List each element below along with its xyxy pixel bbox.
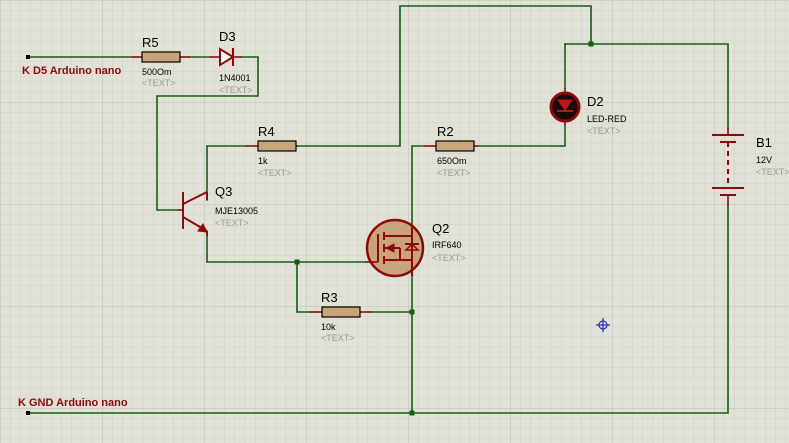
wire-q3-collector-r4	[206, 145, 247, 201]
terminal-gnd-pin	[26, 411, 30, 415]
resistor-r3[interactable]: R3 10k <TEXT>	[310, 290, 372, 343]
resistor-r4[interactable]: R4 1k <TEXT>	[246, 124, 298, 178]
d3-text: <TEXT>	[219, 85, 253, 95]
b1-value: 12V	[756, 155, 772, 165]
terminal-gnd[interactable]: K GND Arduino nano	[18, 397, 128, 415]
r4-value: 1k	[258, 156, 268, 166]
q2-value: IRF640	[432, 240, 462, 250]
junction-dot	[409, 410, 415, 416]
wire-r2-q2-drain	[411, 145, 425, 227]
q2-text: <TEXT>	[432, 253, 466, 263]
d2-text: <TEXT>	[587, 126, 621, 136]
r5-value: 500Om	[142, 67, 172, 77]
resistor-r3-body	[321, 306, 361, 318]
wires	[27, 5, 729, 414]
b1-text: <TEXT>	[756, 167, 789, 177]
transistor-q3[interactable]: Q3 MJE13005 <TEXT>	[178, 184, 258, 236]
q3-ref: Q3	[215, 184, 232, 199]
resistor-r5[interactable]: R5 500Om <TEXT>	[132, 35, 190, 88]
resistor-r4-body	[257, 140, 297, 152]
battery-b1[interactable]: B1 12V <TEXT>	[712, 128, 789, 205]
resistor-r2[interactable]: R2 650Om <TEXT>	[424, 124, 478, 178]
wire-r4-d2	[297, 5, 592, 147]
d3-ref: D3	[219, 29, 236, 44]
terminal-d5-pin	[26, 55, 30, 59]
junction-dot	[588, 41, 594, 47]
q3-value: MJE13005	[215, 206, 258, 216]
diode-d3[interactable]: D3 1N4001 <TEXT>	[210, 29, 253, 95]
r3-text: <TEXT>	[321, 333, 355, 343]
terminal-d5[interactable]: K D5 Arduino nano	[22, 55, 121, 77]
r3-value: 10k	[321, 322, 336, 332]
junction-dot	[409, 309, 415, 315]
r3-ref: R3	[321, 290, 338, 305]
terminal-gnd-label: K GND Arduino nano	[18, 397, 128, 409]
r5-text: <TEXT>	[142, 78, 176, 88]
mosfet-q2[interactable]: Q2 IRF640 <TEXT>	[365, 218, 466, 278]
b1-ref: B1	[756, 135, 772, 150]
resistor-r2-body	[435, 140, 475, 152]
diode-d3-body	[219, 47, 235, 67]
r2-value: 650Om	[437, 156, 467, 166]
r5-ref: R5	[142, 35, 159, 50]
crosshair-cursor-icon	[596, 318, 610, 332]
d2-ref: D2	[587, 94, 604, 109]
wire-d2-cathode-r2	[477, 124, 566, 147]
wire-gnd-b1-bottom	[27, 204, 729, 414]
q2-ref: Q2	[432, 221, 449, 236]
d2-value: LED-RED	[587, 114, 627, 124]
resistor-r5-body	[141, 51, 181, 63]
led-d2[interactable]: D2 LED-RED <TEXT>	[549, 88, 627, 136]
junctions	[294, 41, 594, 416]
wire-gate-r3	[296, 261, 311, 313]
r2-ref: R2	[437, 124, 454, 139]
terminal-d5-label: K D5 Arduino nano	[22, 65, 121, 77]
r4-ref: R4	[258, 124, 275, 139]
q3-text: <TEXT>	[215, 218, 249, 228]
d3-value: 1N4001	[219, 73, 251, 83]
r4-text: <TEXT>	[258, 168, 292, 178]
wire-q3-emitter-q2-gate	[206, 235, 366, 263]
junction-dot	[294, 259, 300, 265]
wire-d2-b1-top	[564, 43, 729, 129]
wire-d3-q3-base	[156, 56, 259, 211]
r2-text: <TEXT>	[437, 168, 471, 178]
